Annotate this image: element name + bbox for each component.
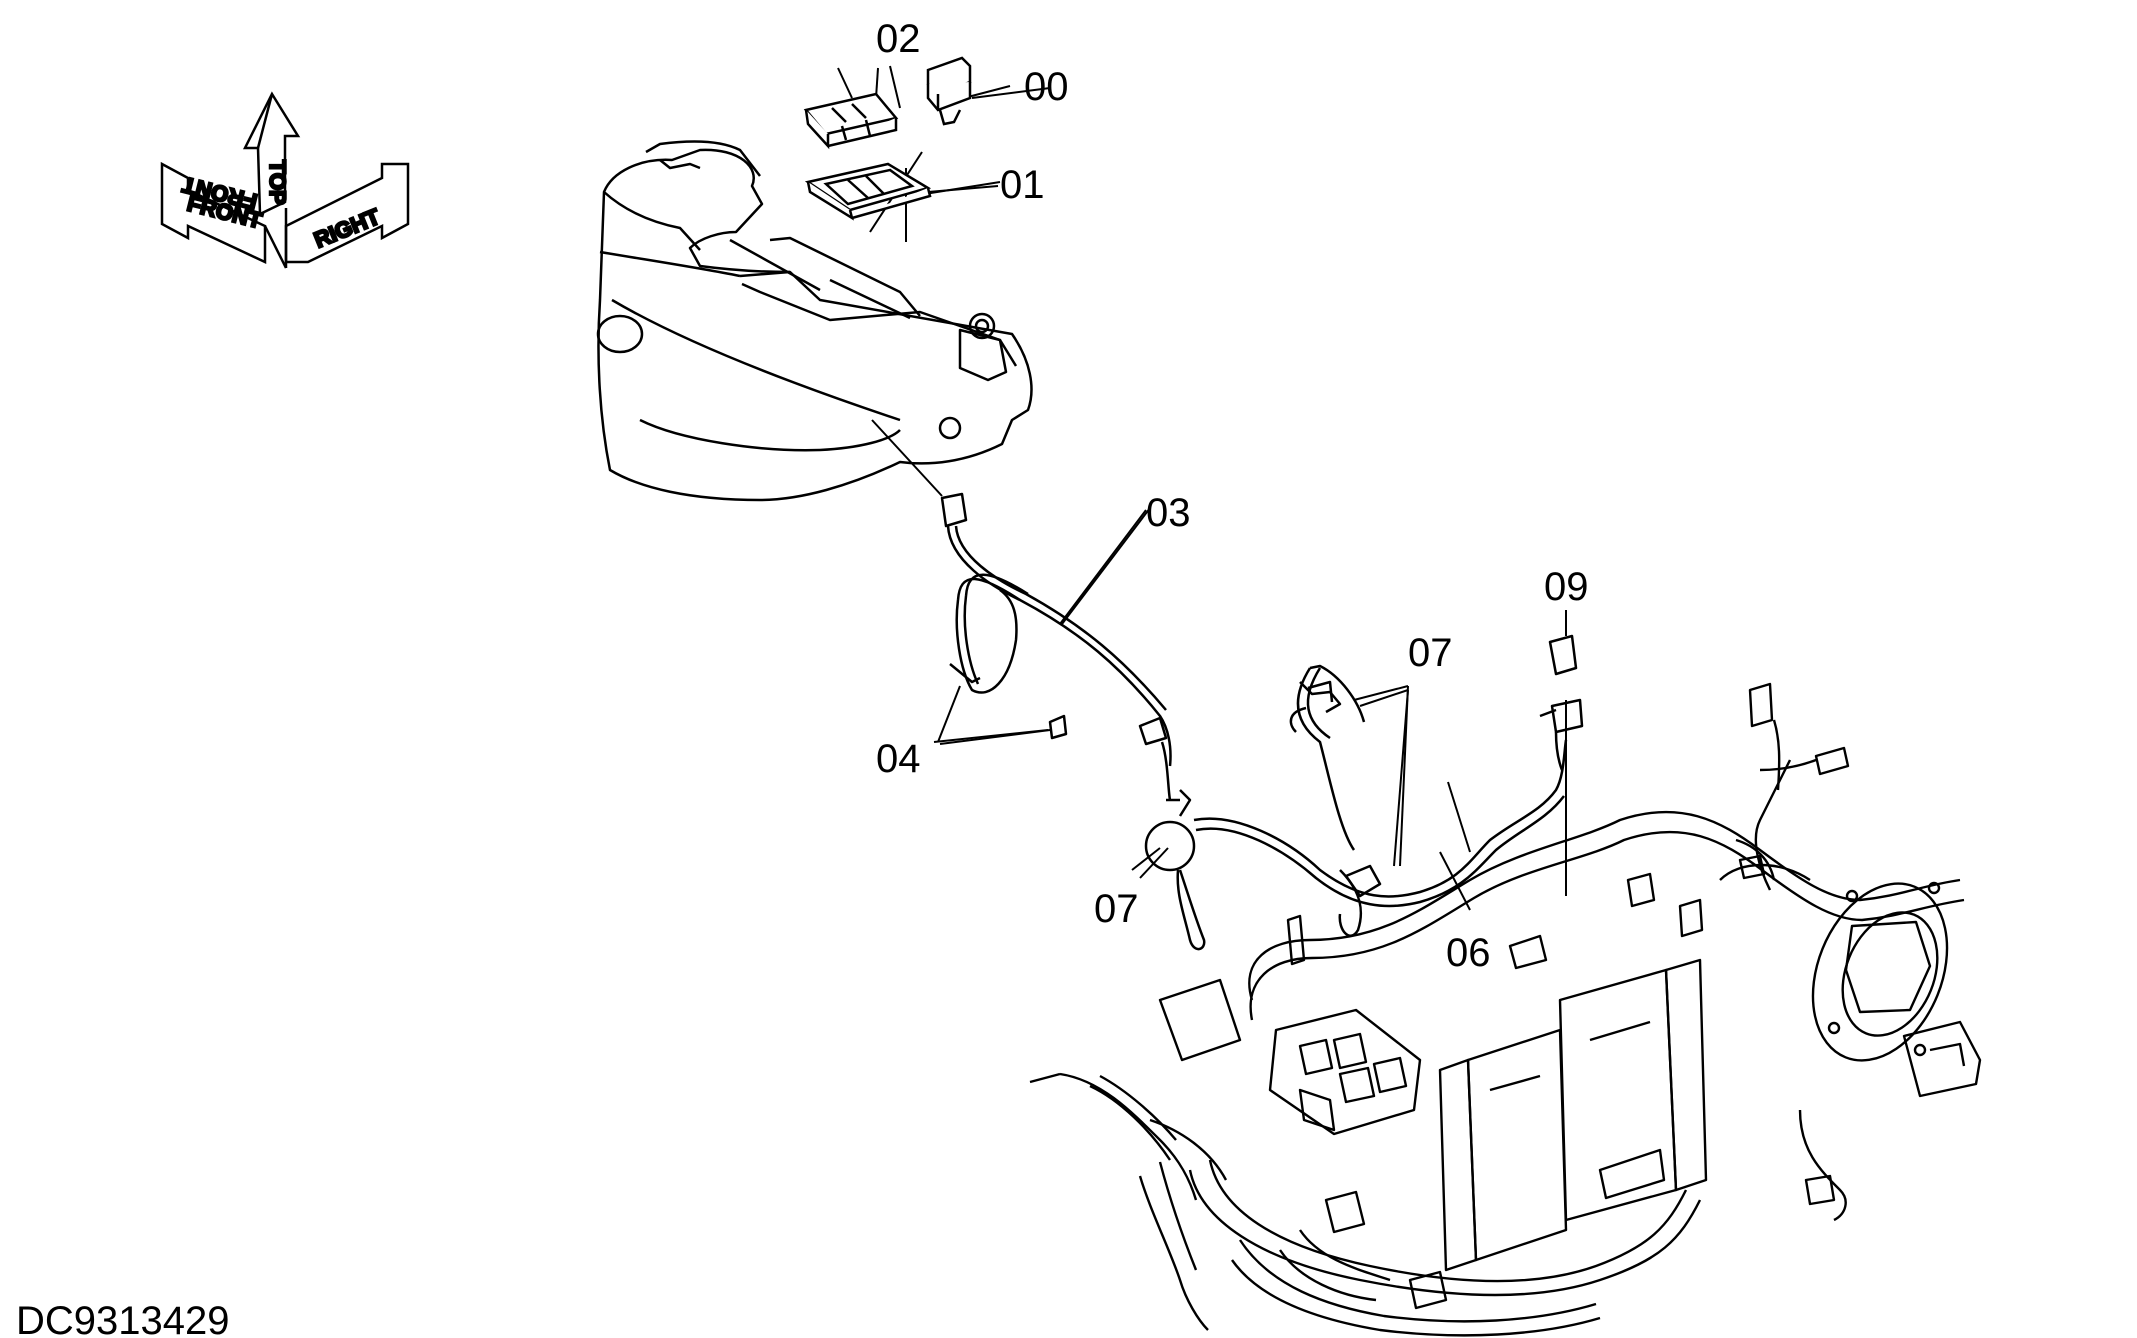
part-03-harness xyxy=(940,492,1172,801)
console-housing xyxy=(596,140,1033,502)
callout-09: 09 xyxy=(1544,565,1589,609)
orientation-indicator: FRONT FRONT TOP RIGHT xyxy=(160,91,410,269)
part-01-switch-panel xyxy=(804,162,932,221)
drawing-id: DC9313429 xyxy=(16,1299,230,1338)
part-00-switch xyxy=(926,56,972,126)
callout-00: 00 xyxy=(1024,65,1069,109)
callout-02: 02 xyxy=(876,17,921,61)
callout-04: 04 xyxy=(876,737,921,781)
callout-07-upper: 07 xyxy=(1408,631,1453,675)
callout-03: 03 xyxy=(1146,491,1191,535)
part-02-switch-blanks xyxy=(803,92,899,150)
callout-01: 01 xyxy=(1000,163,1045,207)
callout-leaders xyxy=(927,87,1567,911)
callout-07-lower: 07 xyxy=(1094,887,1139,931)
part-06-harness xyxy=(1144,634,1584,951)
callout-06: 06 xyxy=(1446,931,1491,975)
top-label: TOP xyxy=(265,160,290,205)
main-harness-assembly xyxy=(1029,682,1982,1337)
